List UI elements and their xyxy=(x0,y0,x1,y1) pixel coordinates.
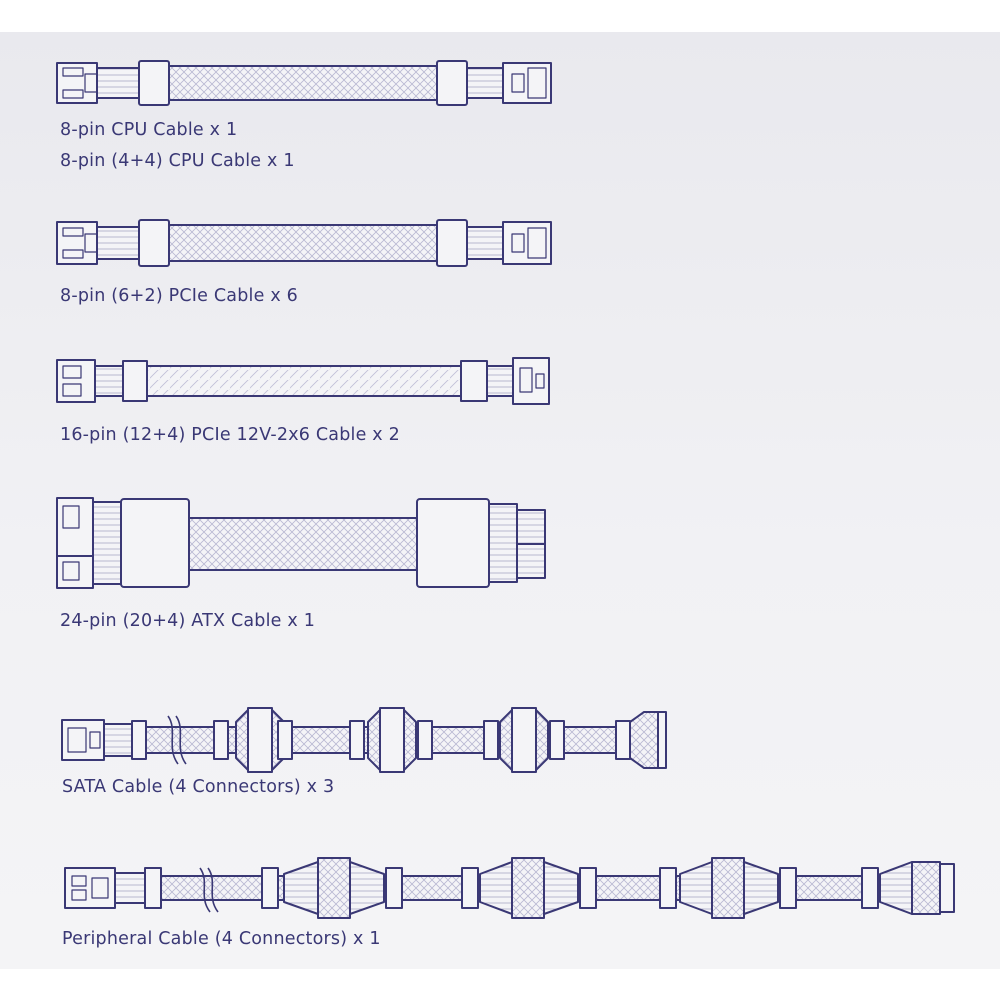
cpu-cable-label: 8-pin CPU Cable x 1 xyxy=(60,120,238,140)
pcie-cable-label: 8-pin (6+2) PCIe Cable x 6 xyxy=(60,286,298,306)
peripheral-cable-icon xyxy=(64,857,955,919)
atx-cable-icon xyxy=(56,497,546,589)
atx-cable-label: 24-pin (20+4) ATX Cable x 1 xyxy=(60,611,316,631)
peripheral-cable-label: Peripheral Cable (4 Connectors) x 1 xyxy=(62,929,381,949)
cpu-cable-icon xyxy=(56,60,552,106)
pcie-16pin-cable-icon xyxy=(56,357,550,405)
pcie-16pin-cable-label: 16-pin (12+4) PCIe 12V-2x6 Cable x 2 xyxy=(60,425,400,445)
sata-cable-icon xyxy=(61,707,667,773)
sata-cable-label: SATA Cable (4 Connectors) x 3 xyxy=(62,777,335,797)
pcie-cable-icon xyxy=(56,219,552,267)
cpu-4plus4-cable-label: 8-pin (4+4) CPU Cable x 1 xyxy=(60,151,295,171)
